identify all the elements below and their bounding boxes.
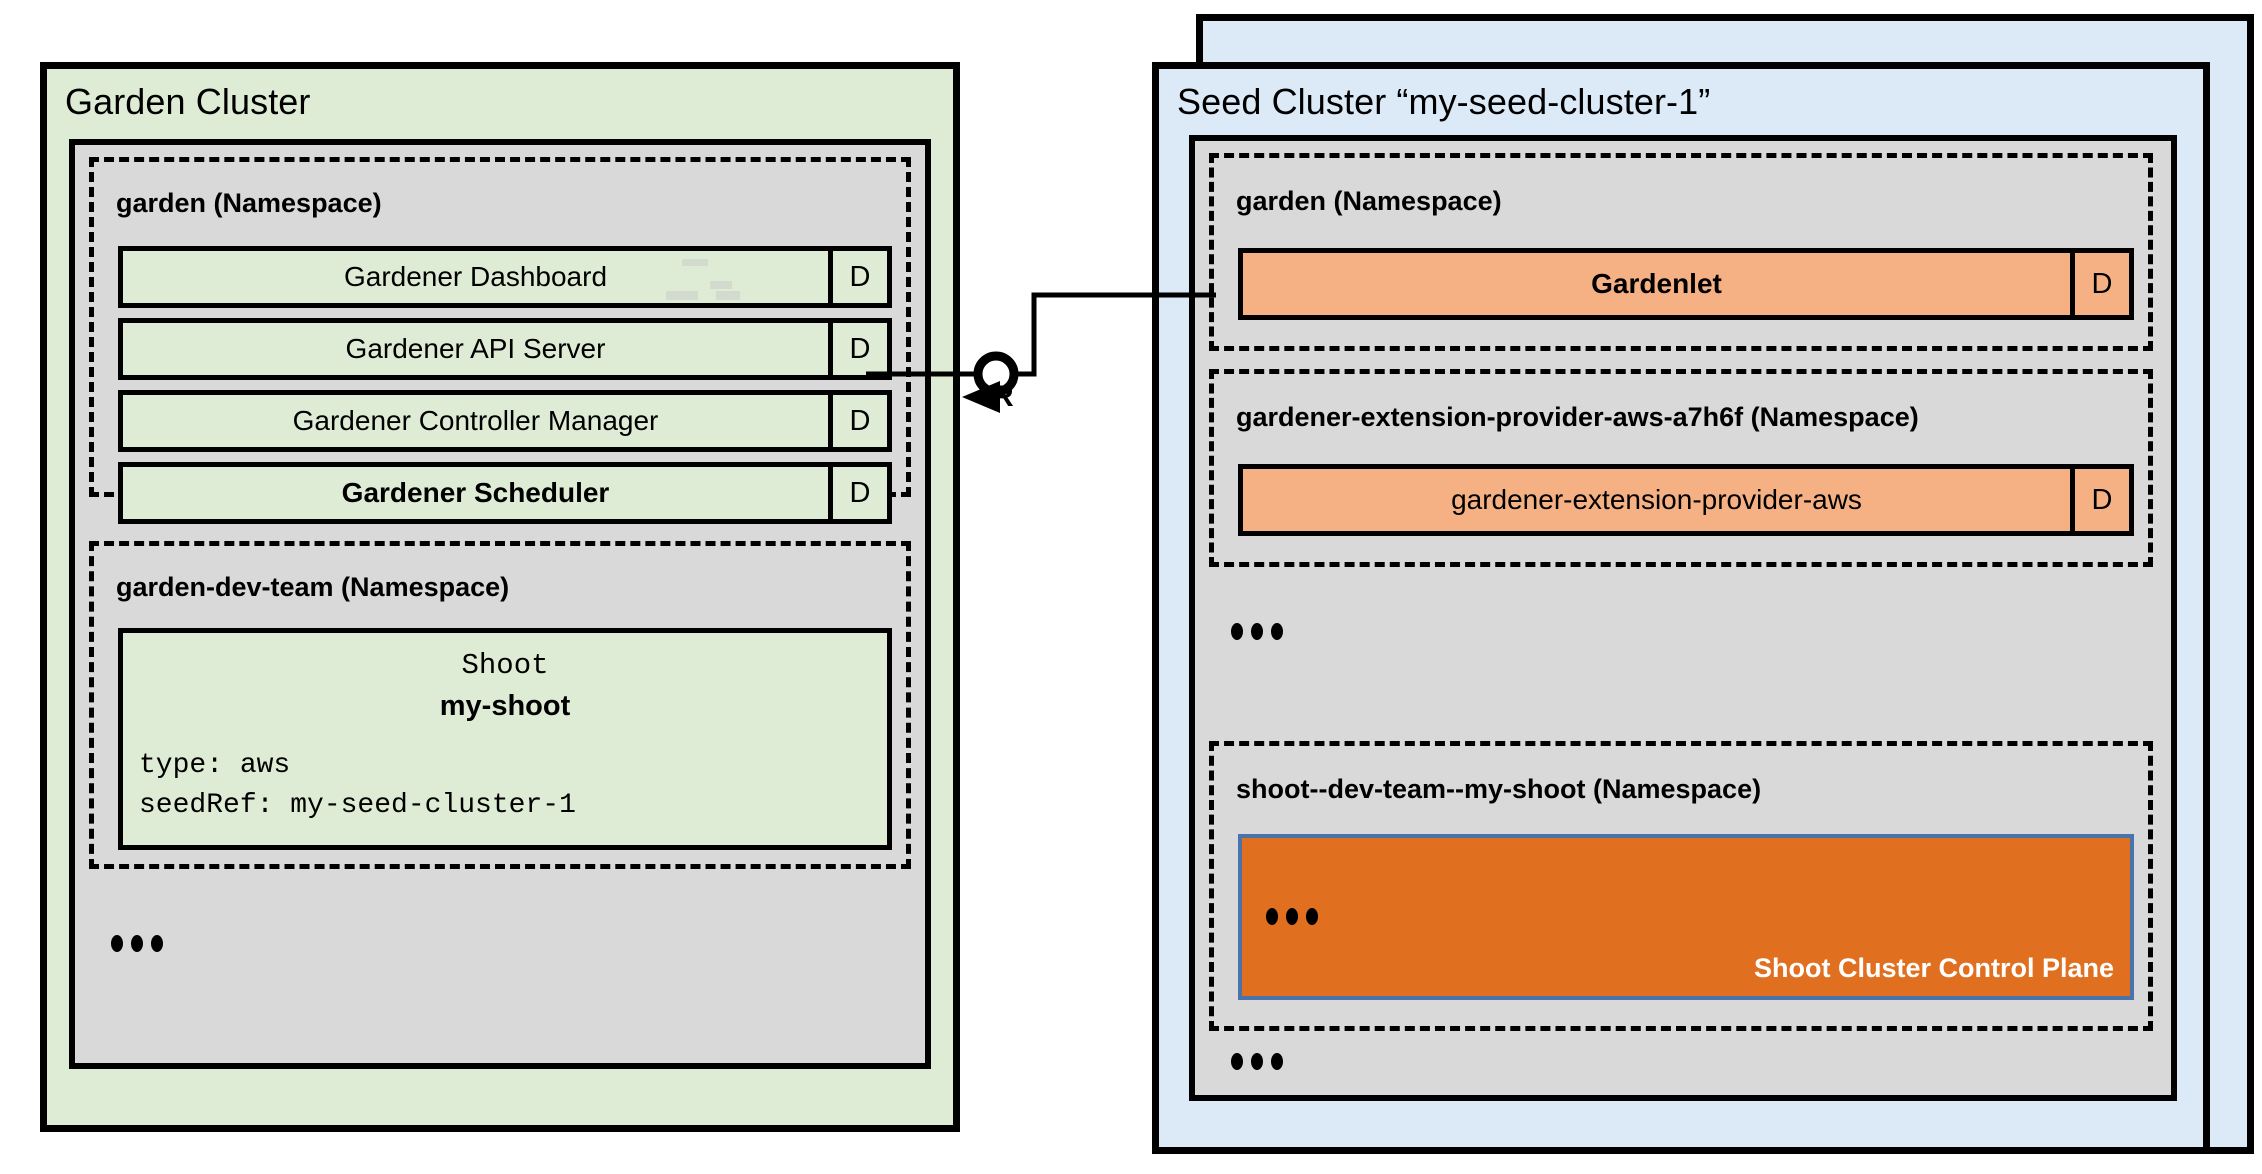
component-gardener-dashboard-body: Gardener Dashboard: [123, 251, 828, 303]
garden-namespace-garden: garden (Namespace) Gardener Dashboard D …: [89, 157, 911, 524]
component-gardener-controller-manager-deployment-badge: D: [828, 395, 887, 447]
seed-namespace-shoot-dev-team-my-shoot-title: shoot--dev-team--my-shoot (Namespace): [1236, 774, 1762, 804]
component-gardener-scheduler[interactable]: Gardener Scheduler D: [118, 462, 892, 524]
garden-cluster: Garden Cluster garden (Namespace) Garden…: [40, 62, 960, 1132]
component-gardener-controller-manager-label: Gardener Controller Manager: [292, 405, 659, 436]
component-gardener-extension-provider-aws[interactable]: gardener-extension-provider-aws D: [1238, 464, 2134, 536]
component-gardener-api-server-deployment-badge: D: [828, 323, 887, 375]
seed-more-namespaces-indicator: [1231, 623, 1283, 640]
component-gardener-extension-provider-aws-body: gardener-extension-provider-aws: [1243, 469, 2070, 531]
dashboard-artifact-1: [682, 259, 708, 266]
garden-namespace-garden-title: garden (Namespace): [116, 188, 382, 218]
seed-namespace-garden-title: garden (Namespace): [1236, 186, 1502, 216]
component-gardener-dashboard-label: Gardener Dashboard: [343, 261, 608, 292]
shoot-resource-kind: Shoot: [461, 649, 549, 682]
dashboard-artifact-2: [710, 281, 732, 289]
seed-cluster: Seed Cluster “my-seed-cluster-1” garden …: [1152, 62, 2210, 1154]
garden-cluster-title: Garden Cluster: [65, 81, 311, 122]
component-gardener-api-server[interactable]: Gardener API Server D: [118, 318, 892, 380]
shoot-cluster-control-plane[interactable]: Shoot Cluster Control Plane: [1238, 834, 2134, 1000]
seed-namespace-garden: garden (Namespace) Gardenlet D: [1209, 153, 2153, 351]
component-gardener-dashboard-deployment-badge: D: [828, 251, 887, 303]
seed-namespace-shoot-dev-team-my-shoot: shoot--dev-team--my-shoot (Namespace) Sh…: [1209, 741, 2153, 1031]
connector-relationship-label: R: [992, 380, 1014, 413]
shoot-resource-name: my-shoot: [439, 690, 571, 722]
garden-namespace-garden-dev-team-title: garden-dev-team (Namespace): [116, 572, 510, 602]
shoot-resource-card[interactable]: Shoot my-shoot type: aws seedRef: my-see…: [118, 628, 892, 850]
shoot-cluster-control-plane-label: Shoot Cluster Control Plane: [1753, 953, 2114, 983]
component-gardener-api-server-label: Gardener API Server: [345, 333, 606, 364]
garden-more-content-indicator: [111, 935, 163, 952]
component-gardener-scheduler-body: Gardener Scheduler: [123, 467, 828, 519]
seed-cluster-title: Seed Cluster “my-seed-cluster-1”: [1177, 81, 1711, 122]
component-gardenlet[interactable]: Gardenlet D: [1238, 248, 2134, 320]
dashboard-artifact-3: [666, 291, 698, 300]
component-gardener-scheduler-label: Gardener Scheduler: [341, 477, 610, 508]
component-gardener-api-server-body: Gardener API Server: [123, 323, 828, 375]
seed-namespace-extension-provider-aws: gardener-extension-provider-aws-a7h6f (N…: [1209, 369, 2153, 567]
dashboard-artifact-4: [716, 291, 740, 300]
garden-namespace-garden-dev-team: garden-dev-team (Namespace) Shoot my-sho…: [89, 541, 911, 869]
component-gardenlet-deployment-badge: D: [2070, 253, 2129, 315]
seed-cluster-inner-shell: garden (Namespace) Gardenlet D gardener-…: [1189, 135, 2177, 1101]
component-gardener-controller-manager[interactable]: Gardener Controller Manager D: [118, 390, 892, 452]
seed-namespace-extension-provider-aws-title: gardener-extension-provider-aws-a7h6f (N…: [1236, 402, 1919, 432]
shoot-resource-spec: type: aws seedRef: my-seed-cluster-1: [139, 749, 576, 822]
component-gardener-dashboard[interactable]: Gardener Dashboard D: [118, 246, 892, 308]
component-gardener-extension-provider-aws-deployment-badge: D: [2070, 469, 2129, 531]
component-gardener-extension-provider-aws-label: gardener-extension-provider-aws: [1451, 484, 1862, 515]
component-gardenlet-label: Gardenlet: [1591, 268, 1722, 299]
garden-cluster-inner-shell: garden (Namespace) Gardener Dashboard D …: [69, 139, 931, 1069]
control-plane-more-indicator: [1266, 908, 1318, 925]
component-gardenlet-body: Gardenlet: [1243, 253, 2070, 315]
seed-more-content-indicator: [1231, 1053, 1283, 1070]
component-gardener-scheduler-deployment-badge: D: [828, 467, 887, 519]
component-gardener-controller-manager-body: Gardener Controller Manager: [123, 395, 828, 447]
